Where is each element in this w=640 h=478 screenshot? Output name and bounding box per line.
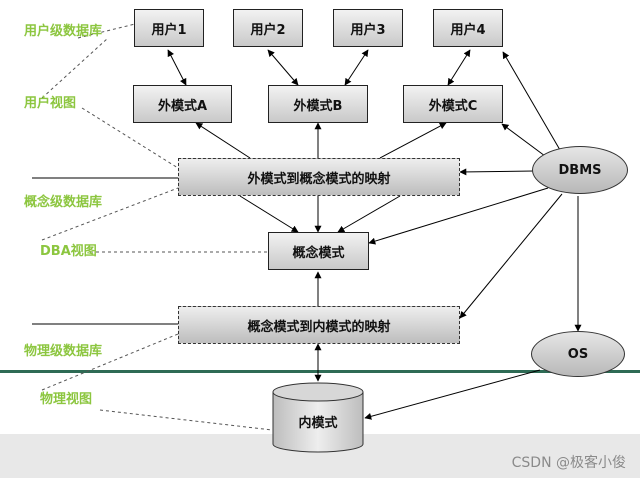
guide-user-view — [81, 107, 179, 169]
label-user-view: 用户视图 — [24, 96, 77, 111]
user-2-box: 用户2 — [233, 9, 303, 47]
external-schema-c-box: 外模式C — [403, 85, 503, 123]
edge-map-extC — [379, 122, 447, 159]
external-schema-a-box: 外模式A — [133, 85, 232, 123]
edge-dbms-concept — [368, 187, 549, 245]
user-1-box: 用户1 — [134, 9, 204, 47]
label-physical-db: 物理级数据库 — [24, 344, 103, 359]
edge-dbms-map2 — [459, 193, 563, 319]
edge-user3-extB — [344, 49, 369, 86]
guide-user-db — [77, 23, 136, 39]
edge-map-concept-3 — [337, 195, 401, 233]
watermark: CSDN @极客小俊 — [511, 455, 626, 471]
user-4-box: 用户4 — [433, 9, 503, 47]
edge-dbms-map1 — [459, 168, 535, 176]
edge-dbms-user4 — [502, 51, 561, 151]
edge-user4-extC — [447, 49, 471, 86]
external-schema-b-box: 外模式B — [268, 85, 368, 123]
edge-os-internal — [364, 369, 541, 420]
conceptual-schema-box: 概念模式 — [268, 232, 369, 270]
label-concept-db: 概念级数据库 — [24, 195, 103, 210]
guide-user-db-2 — [41, 37, 109, 99]
dbms-ellipse: DBMS — [532, 146, 628, 194]
conceptual-internal-mapping-box: 概念模式到内模式的映射 — [178, 306, 460, 344]
internal-schema-cylinder — [272, 382, 364, 453]
edge-user2-extB — [267, 49, 299, 86]
guide-concept-db — [41, 187, 179, 241]
label-physical-view: 物理视图 — [40, 392, 93, 407]
label-dba-view: DBA视图 — [40, 244, 97, 259]
edge-user1-extA — [167, 49, 187, 86]
external-conceptual-mapping-box: 外模式到概念模式的映射 — [178, 158, 460, 196]
os-ellipse: OS — [531, 331, 625, 377]
edge-map-concept-1 — [239, 195, 299, 233]
edge-dbms-extC — [501, 123, 546, 157]
guide-physical-db — [41, 333, 179, 391]
internal-schema-label: 内模式 — [298, 415, 338, 431]
guide-physical-view — [99, 409, 273, 431]
label-user-db: 用户级数据库 — [24, 24, 103, 39]
edge-map-extA — [195, 122, 251, 159]
user-3-box: 用户3 — [333, 9, 403, 47]
